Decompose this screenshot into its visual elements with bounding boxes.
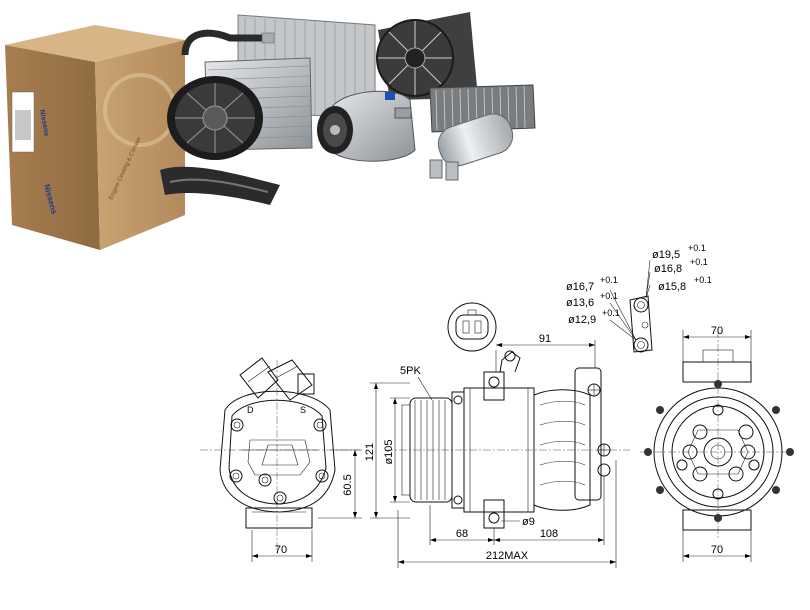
dim-16-8: ø16,8 — [654, 263, 682, 275]
radiator-fan — [376, 12, 478, 100]
dim-12-9: ø12,9 — [568, 314, 596, 326]
front-view: 70 70 — [640, 325, 794, 562]
cardboard-box: Nissens Nissens Engine Cooling & Climate — [5, 25, 185, 250]
technical-drawing: D S 70 60.5 — [200, 243, 794, 568]
dim-60-5: 60.5 — [342, 474, 354, 495]
connector-detail — [447, 302, 497, 352]
product-photo: Nissens Nissens Engine Cooling & Climate — [5, 12, 536, 250]
tol-19-5: +0.1 — [688, 243, 706, 253]
fitting-detail: ø19,5 +0.1 ø16,8 +0.1 ø15,8 +0.1 ø16,7 +… — [566, 243, 712, 353]
side-view: 121 ø105 5PK 91 ø9 68 108 212MAX — [364, 333, 630, 568]
box-label — [11, 91, 35, 153]
dim-hole-9: ø9 — [522, 516, 535, 528]
dim-91: 91 — [539, 333, 551, 345]
label-s: S — [300, 405, 306, 415]
tol-16-7: +0.1 — [600, 275, 618, 285]
dim-13-6: ø13,6 — [566, 297, 594, 309]
dim-19-5: ø19,5 — [652, 249, 680, 261]
tol-13-6: +0.1 — [600, 291, 618, 301]
dim-15-8: ø15,8 — [658, 281, 686, 293]
tol-12-9: +0.1 — [602, 308, 620, 318]
dim-70-left: 70 — [275, 544, 287, 556]
label-5pk: 5PK — [400, 365, 421, 377]
rear-view: D S 70 60.5 — [200, 357, 362, 562]
dim-121: 121 — [364, 443, 376, 461]
dim-16-7: ø16,7 — [566, 281, 594, 293]
tol-16-8: +0.1 — [690, 257, 708, 267]
dim-105: ø105 — [383, 439, 395, 464]
dim-68: 68 — [456, 528, 468, 540]
dim-70-right: 70 — [711, 544, 723, 556]
ac-pipe — [181, 29, 268, 56]
dim-212max: 212MAX — [486, 550, 529, 562]
label-d: D — [247, 405, 254, 415]
receiver-dryer — [429, 113, 514, 181]
box-brand-small: Nissens — [38, 109, 50, 137]
tol-15-8: +0.1 — [694, 275, 712, 285]
blower-motor — [160, 76, 280, 205]
dim-108: 108 — [540, 528, 558, 540]
dim-70-top: 70 — [711, 325, 723, 337]
compressor-photo — [317, 90, 416, 162]
